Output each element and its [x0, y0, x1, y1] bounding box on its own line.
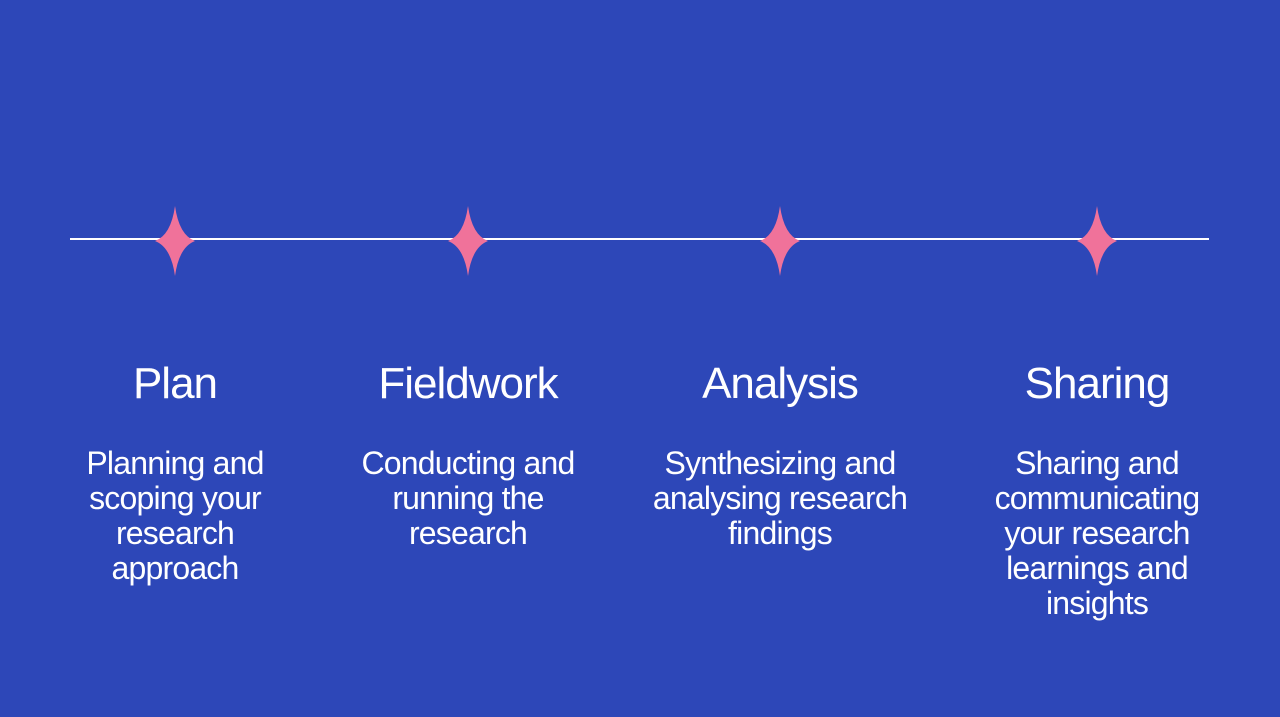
four-point-star-icon — [155, 206, 195, 276]
stage-title: Sharing — [1024, 359, 1171, 408]
stage-description: Synthesizing and analysing research find… — [652, 445, 908, 551]
stage-description: Sharing and communicating your research … — [994, 445, 1201, 621]
stage-fieldwork: Fieldwork Conducting and running the res… — [318, 356, 618, 551]
stage-title: Fieldwork — [378, 359, 558, 408]
timeline-line — [70, 238, 1209, 240]
four-point-star-icon — [448, 206, 488, 276]
stage-sharing: Sharing Sharing and communicating your r… — [947, 356, 1247, 621]
stage-description: Conducting and running the research — [361, 445, 576, 551]
stage-description: Planning and scoping your research appro… — [86, 445, 264, 586]
stage-title: Analysis — [702, 359, 859, 408]
stage-title: Plan — [132, 359, 218, 408]
four-point-star-icon — [1077, 206, 1117, 276]
four-point-star-icon — [760, 206, 800, 276]
stage-plan: Plan Planning and scoping your research … — [25, 356, 325, 586]
stage-analysis: Analysis Synthesizing and analysing rese… — [630, 356, 930, 551]
